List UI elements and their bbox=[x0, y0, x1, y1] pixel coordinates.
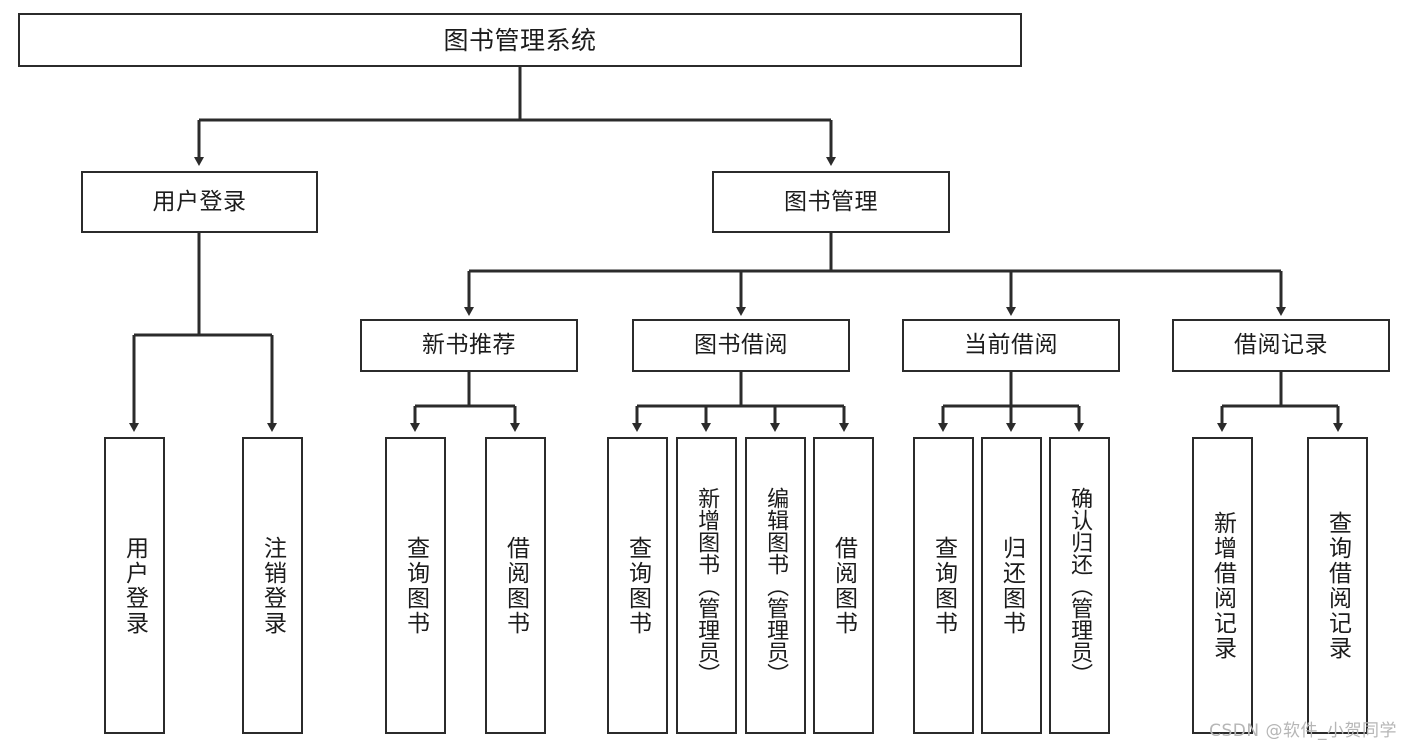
node-leaf-query-book-borrow-label: 查询图书 bbox=[624, 535, 651, 636]
node-leaf-borrow-book-recommend[interactable]: 借阅图书 bbox=[485, 437, 546, 734]
node-leaf-confirm-return-admin[interactable]: 确认归还（管理员） bbox=[1049, 437, 1110, 734]
node-current-borrow[interactable]: 当前借阅 bbox=[902, 319, 1120, 372]
node-root-system[interactable]: 图书管理系统 bbox=[18, 13, 1022, 67]
node-leaf-query-book-borrow[interactable]: 查询图书 bbox=[607, 437, 668, 734]
node-leaf-query-book-current[interactable]: 查询图书 bbox=[913, 437, 974, 734]
node-leaf-query-borrow-record-label: 查询借阅记录 bbox=[1324, 510, 1351, 661]
node-borrow-record-label: 借阅记录 bbox=[1234, 332, 1328, 359]
node-leaf-add-book-admin-label: 新增图书（管理员） bbox=[694, 486, 720, 685]
node-leaf-query-book-current-label: 查询图书 bbox=[930, 535, 957, 636]
node-root-system-label: 图书管理系统 bbox=[443, 25, 597, 55]
node-current-borrow-label: 当前借阅 bbox=[964, 332, 1058, 359]
node-leaf-user-login[interactable]: 用户登录 bbox=[104, 437, 165, 734]
node-user-login-label: 用户登录 bbox=[152, 188, 247, 215]
node-leaf-return-book-label: 归还图书 bbox=[998, 535, 1025, 636]
node-book-management[interactable]: 图书管理 bbox=[712, 171, 950, 233]
node-new-book-recommend-label: 新书推荐 bbox=[422, 332, 516, 359]
node-leaf-query-book-recommend[interactable]: 查询图书 bbox=[385, 437, 446, 734]
node-new-book-recommend[interactable]: 新书推荐 bbox=[360, 319, 578, 372]
csdn-watermark: CSDN @软件_小贺同学 bbox=[1209, 721, 1397, 741]
node-leaf-borrow-book-label: 借阅图书 bbox=[830, 535, 857, 636]
node-leaf-borrow-book-recommend-label: 借阅图书 bbox=[502, 535, 529, 636]
node-book-borrow-label: 图书借阅 bbox=[694, 332, 788, 359]
node-leaf-query-book-recommend-label: 查询图书 bbox=[402, 535, 429, 636]
node-leaf-query-borrow-record[interactable]: 查询借阅记录 bbox=[1307, 437, 1368, 734]
node-leaf-logout[interactable]: 注销登录 bbox=[242, 437, 303, 734]
node-leaf-logout-label: 注销登录 bbox=[259, 535, 286, 636]
node-book-management-label: 图书管理 bbox=[784, 188, 878, 215]
node-leaf-add-borrow-record-label: 新增借阅记录 bbox=[1209, 510, 1236, 661]
node-leaf-edit-book-admin-label: 编辑图书（管理员） bbox=[763, 486, 789, 685]
node-leaf-borrow-book[interactable]: 借阅图书 bbox=[813, 437, 874, 734]
node-leaf-return-book[interactable]: 归还图书 bbox=[981, 437, 1042, 734]
node-user-login[interactable]: 用户登录 bbox=[81, 171, 318, 233]
node-leaf-add-borrow-record[interactable]: 新增借阅记录 bbox=[1192, 437, 1253, 734]
node-book-borrow[interactable]: 图书借阅 bbox=[632, 319, 850, 372]
node-borrow-record[interactable]: 借阅记录 bbox=[1172, 319, 1390, 372]
node-leaf-edit-book-admin[interactable]: 编辑图书（管理员） bbox=[745, 437, 806, 734]
node-leaf-user-login-label: 用户登录 bbox=[121, 535, 148, 636]
node-leaf-confirm-return-admin-label: 确认归还（管理员） bbox=[1067, 486, 1093, 685]
node-leaf-add-book-admin[interactable]: 新增图书（管理员） bbox=[676, 437, 737, 734]
